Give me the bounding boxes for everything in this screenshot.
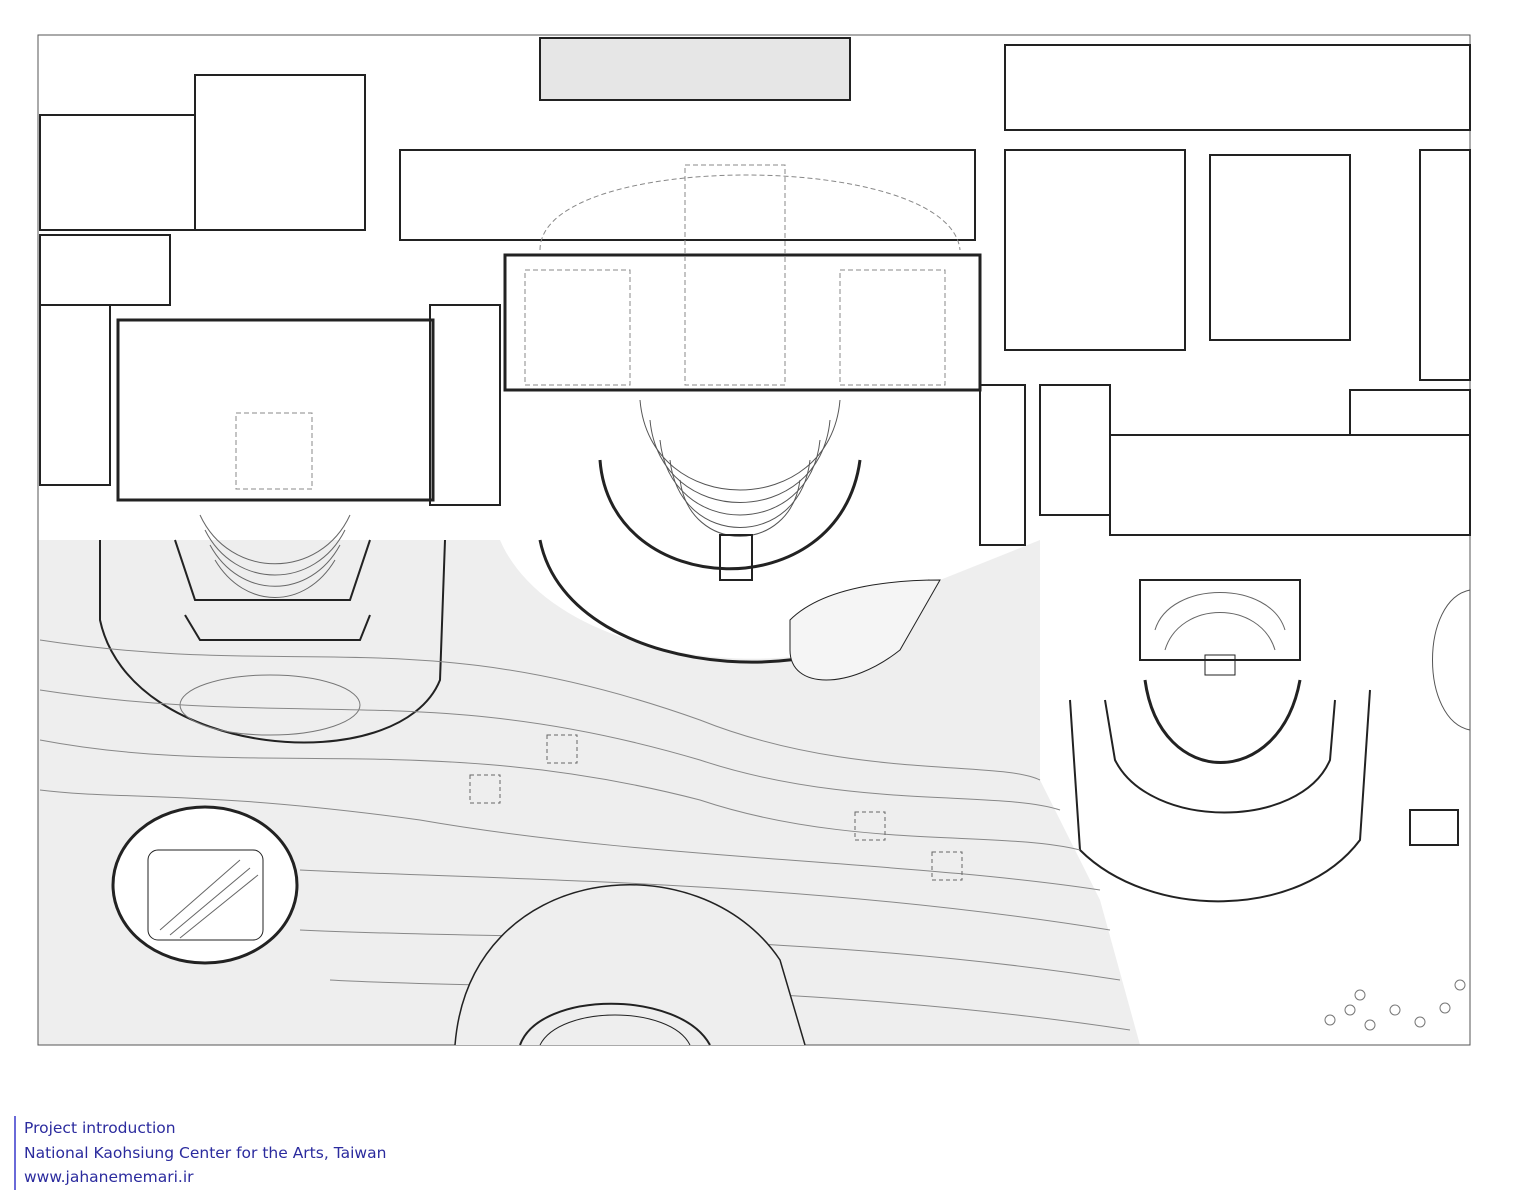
landscape-trees <box>1324 979 1466 1031</box>
caption-project-name: National Kaohsiung Center for the Arts, … <box>24 1143 387 1162</box>
dashed-stage-outlines <box>235 164 961 490</box>
center-hall <box>538 399 941 681</box>
oval-pavilion <box>111 805 299 965</box>
right-hall <box>1069 579 1471 903</box>
caption-title: Project introduction <box>24 1119 176 1137</box>
caption-website[interactable]: www.jahanememari.ir <box>24 1168 194 1186</box>
caption-block: Project introduction National Kaohsiung … <box>14 1116 386 1190</box>
floor-plan <box>37 34 1471 1046</box>
plaza-markers <box>469 734 963 881</box>
room-blocks <box>39 37 1471 546</box>
terrace-lines <box>39 639 1131 1031</box>
dome-form <box>454 883 806 1046</box>
